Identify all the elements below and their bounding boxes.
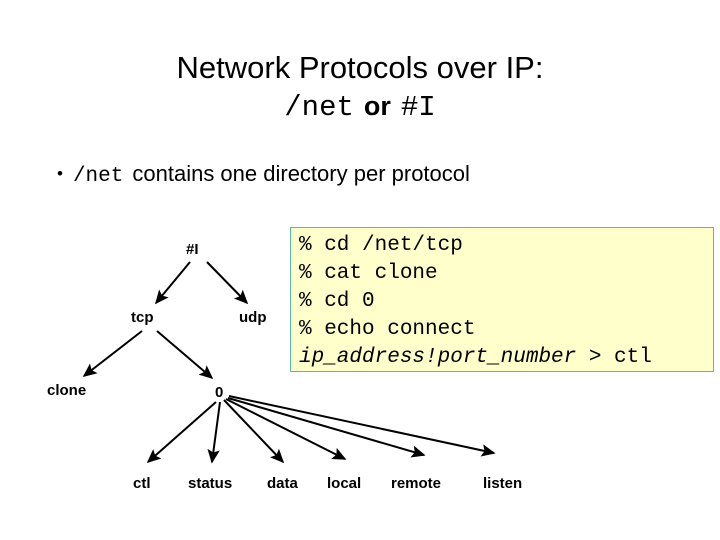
- edge-root-to-tcp: [154, 261, 191, 305]
- tree-node-tcp[interactable]: tcp: [131, 309, 154, 326]
- code-redirect-ctl: > ctl: [576, 346, 652, 369]
- edge-zero-to-data: [223, 399, 285, 464]
- tree-leaf-local[interactable]: local: [327, 475, 362, 492]
- tree-leaf-status[interactable]: status: [188, 475, 233, 492]
- terminal-example-box: % cd /net/tcp % cat clone % cd 0 % echo …: [290, 227, 714, 372]
- tree-node-clone[interactable]: clone: [47, 382, 87, 399]
- code-line: % cd /net/tcp: [299, 234, 463, 257]
- edge-zero-to-local: [225, 398, 347, 460]
- edge-tcp-to-clone: [82, 330, 143, 377]
- title-device-ip: #I: [400, 91, 436, 124]
- bullet-path-net: /net: [72, 165, 124, 188]
- code-line: % echo connect: [299, 318, 489, 341]
- tree-leaf-data[interactable]: data: [267, 475, 298, 492]
- tree-node-ip[interactable]: #I: [186, 241, 199, 258]
- title-line-secondary: /net or #I: [0, 91, 720, 124]
- edge-zero-to-ctl: [146, 401, 217, 464]
- title-path-net: /net: [284, 91, 354, 124]
- edge-zero-to-remote: [227, 397, 426, 458]
- bullet-point-icon: •: [57, 164, 63, 183]
- edge-tcp-to-zero: [156, 330, 214, 380]
- code-line: % cat clone: [299, 262, 438, 285]
- tree-node-zero[interactable]: 0: [215, 384, 224, 401]
- title-line-primary: Network Protocols over IP:: [176, 50, 544, 85]
- code-line: % cd 0: [299, 290, 375, 313]
- edge-root-to-udp: [206, 261, 249, 305]
- tree-leaf-listen[interactable]: listen: [483, 475, 523, 492]
- code-line-wrapped: ip_address!port_number > ctl: [299, 344, 713, 372]
- edge-zero-to-status: [207, 401, 221, 464]
- bullet-item: • /net contains one directory per protocol: [57, 161, 470, 188]
- bullet-text: contains one directory per protocol: [132, 161, 470, 186]
- tree-leaf-remote[interactable]: remote: [391, 475, 442, 492]
- tree-node-udp[interactable]: udp: [239, 309, 267, 326]
- edge-zero-to-listen: [228, 395, 496, 457]
- code-placeholder-address: ip_address!port_number: [299, 346, 577, 369]
- page-title: Network Protocols over IP: /net or #I: [0, 52, 720, 122]
- tree-leaf-ctl[interactable]: ctl: [133, 475, 151, 492]
- title-conjunction: or: [363, 91, 391, 121]
